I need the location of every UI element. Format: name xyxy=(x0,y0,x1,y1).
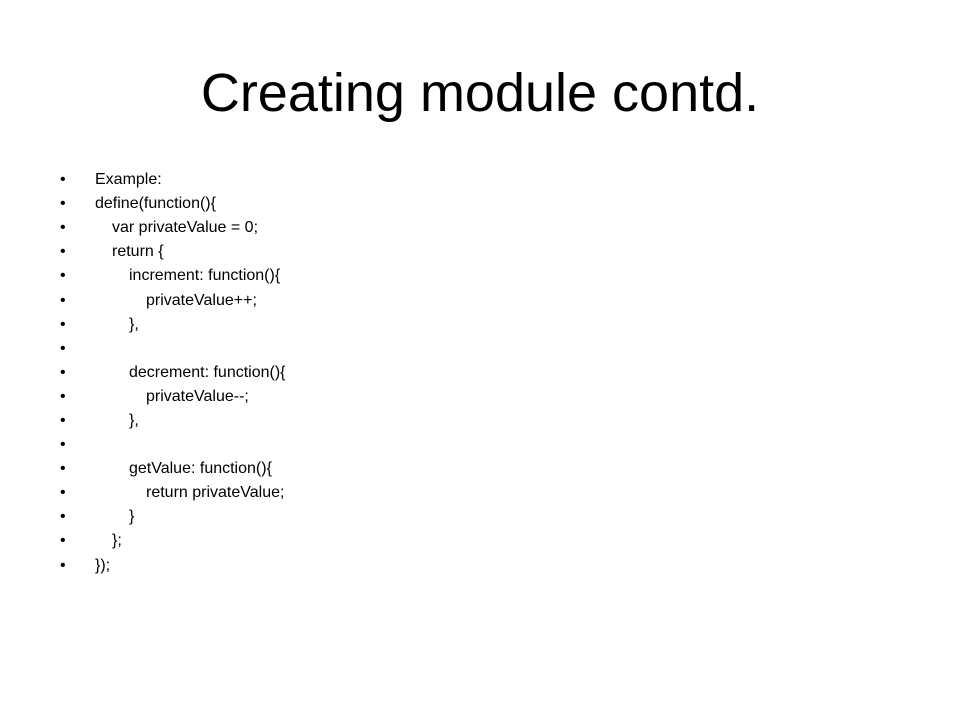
bullet-dot-icon: • xyxy=(60,460,66,478)
bullet-dot-icon: • xyxy=(60,195,66,213)
bullet-text: } xyxy=(129,508,135,526)
bullet-text: var privateValue = 0; xyxy=(112,219,259,237)
bullet-dot-icon: • xyxy=(60,411,66,429)
bullet-line: •}, xyxy=(60,409,920,433)
bullet-dot-icon: • xyxy=(60,363,66,381)
bullet-dot-icon: • xyxy=(60,315,66,333)
bullet-dot-icon: • xyxy=(60,484,66,502)
bullet-line: •}; xyxy=(60,529,920,553)
bullet-text: increment: function(){ xyxy=(129,267,281,285)
bullet-dot-icon: • xyxy=(60,508,66,526)
bullet-text: }, xyxy=(129,411,139,429)
bullet-line: • return privateValue; xyxy=(60,481,920,505)
bullet-text: privateValue++; xyxy=(146,291,257,309)
bullet-line: • xyxy=(60,433,920,457)
bullet-line: • Example: xyxy=(60,168,920,192)
bullet-dot-icon: • xyxy=(60,436,66,454)
bullet-dot-icon: • xyxy=(60,243,66,261)
slide-title: Creating module contd. xyxy=(200,63,760,123)
bullet-line: • getValue: function(){ xyxy=(60,457,920,481)
bullet-line: •} xyxy=(60,505,920,529)
bullet-line: • xyxy=(60,337,920,361)
bullet-line: • return { xyxy=(60,240,920,264)
bullet-line: • define(function(){ xyxy=(60,192,920,216)
bullet-line: • privateValue--; xyxy=(60,385,920,409)
bullet-dot-icon: • xyxy=(60,339,66,357)
bullet-dot-icon: • xyxy=(60,267,66,285)
bullet-dot-icon: • xyxy=(60,291,66,309)
bullet-line: •}); xyxy=(60,554,920,578)
bullet-text: }, xyxy=(129,315,139,333)
bullet-dot-icon: • xyxy=(60,171,66,189)
bullet-dot-icon: • xyxy=(60,532,66,550)
bullet-line: • increment: function(){ xyxy=(60,264,920,288)
bullet-list: • Example: • define(function(){ • var private… xyxy=(60,168,920,578)
bullet-dot-icon: • xyxy=(60,556,66,574)
bullet-text: getValue: function(){ xyxy=(129,460,272,478)
bullet-text: define(function(){ xyxy=(95,195,216,213)
bullet-text: }); xyxy=(95,556,111,574)
bullet-text: return { xyxy=(112,243,164,261)
bullet-text: Example: xyxy=(95,171,162,189)
bullet-line: • decrement: function(){ xyxy=(60,361,920,385)
bullet-text: }; xyxy=(112,532,122,550)
bullet-line: • privateValue++; xyxy=(60,288,920,312)
bullet-text: decrement: function(){ xyxy=(129,363,286,381)
bullet-line: • var privateValue = 0; xyxy=(60,216,920,240)
bullet-line: •}, xyxy=(60,313,920,337)
bullet-text: privateValue--; xyxy=(146,387,249,405)
bullet-dot-icon: • xyxy=(60,219,66,237)
bullet-dot-icon: • xyxy=(60,387,66,405)
bullet-text: return privateValue; xyxy=(146,484,285,502)
